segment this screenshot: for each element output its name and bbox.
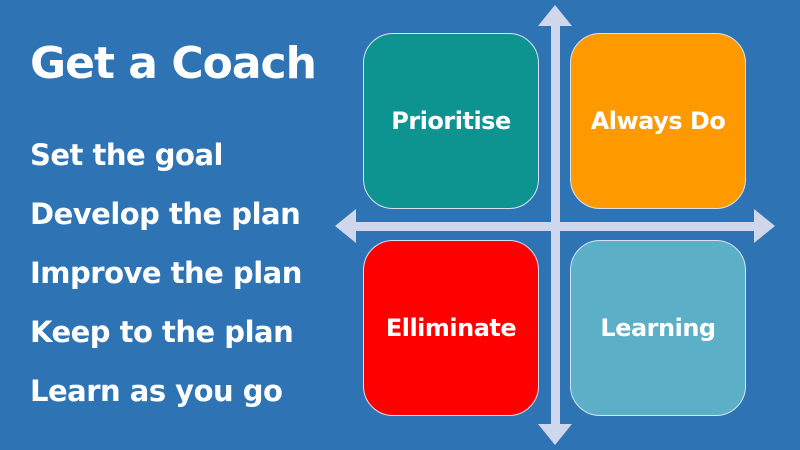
quadrant-prioritise: Prioritise (363, 33, 539, 209)
quadrant-label: Always Do (590, 107, 726, 135)
quadrant-eliminate: Elliminate (363, 240, 539, 416)
step-item: Develop the plan (30, 197, 301, 231)
slide-title: Get a Coach (30, 38, 317, 89)
quadrant-label: Prioritise (391, 107, 511, 135)
steps-list: Set the goal Develop the plan Improve th… (30, 135, 302, 430)
quadrant-learning: Learning (570, 240, 746, 416)
quadrant-label: Learning (600, 314, 716, 342)
arrow-up-icon (538, 5, 572, 26)
step-item: Keep to the plan (30, 315, 294, 349)
arrow-left-icon (335, 209, 356, 243)
horizontal-axis (355, 222, 755, 231)
step-item: Improve the plan (30, 256, 302, 290)
step-item: Set the goal (30, 138, 223, 172)
arrow-right-icon (754, 209, 775, 243)
step-item: Learn as you go (30, 374, 283, 408)
quadrant-label: Elliminate (385, 314, 517, 342)
quadrant-always-do: Always Do (570, 33, 746, 209)
arrow-down-icon (538, 424, 572, 445)
